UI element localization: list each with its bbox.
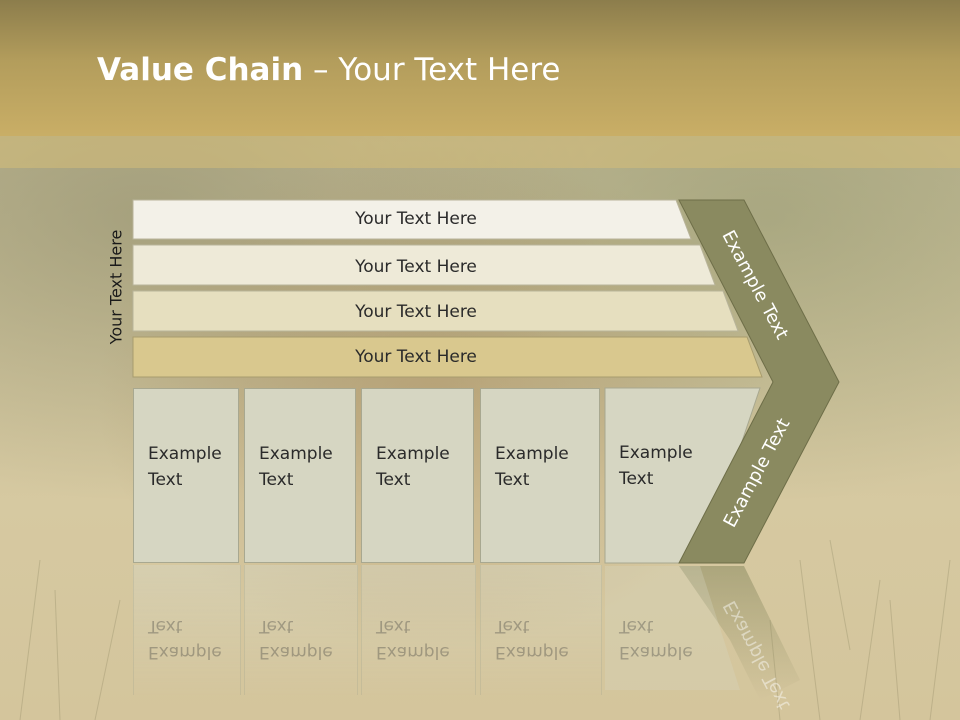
header-bar [0, 0, 960, 136]
slide-title: Value Chain – Your Text Here [97, 52, 560, 88]
header-band [0, 136, 960, 168]
bar-2-shape [132, 244, 716, 286]
bar-3-label: Your Text Here [355, 302, 477, 322]
bar-1-shape [132, 199, 692, 240]
bar-1-label: Your Text Here [355, 209, 477, 229]
bar-4-shape [132, 336, 763, 378]
arrow-shape [678, 199, 840, 564]
bar-3-shape [132, 290, 739, 332]
title-bold: Value Chain [97, 52, 304, 88]
bar-2-label: Your Text Here [355, 257, 477, 277]
box-5-reflection [605, 566, 740, 690]
bar-4-label: Your Text Here [355, 347, 477, 367]
title-rest: – Your Text Here [303, 52, 561, 88]
arrow-reflection [679, 566, 800, 700]
